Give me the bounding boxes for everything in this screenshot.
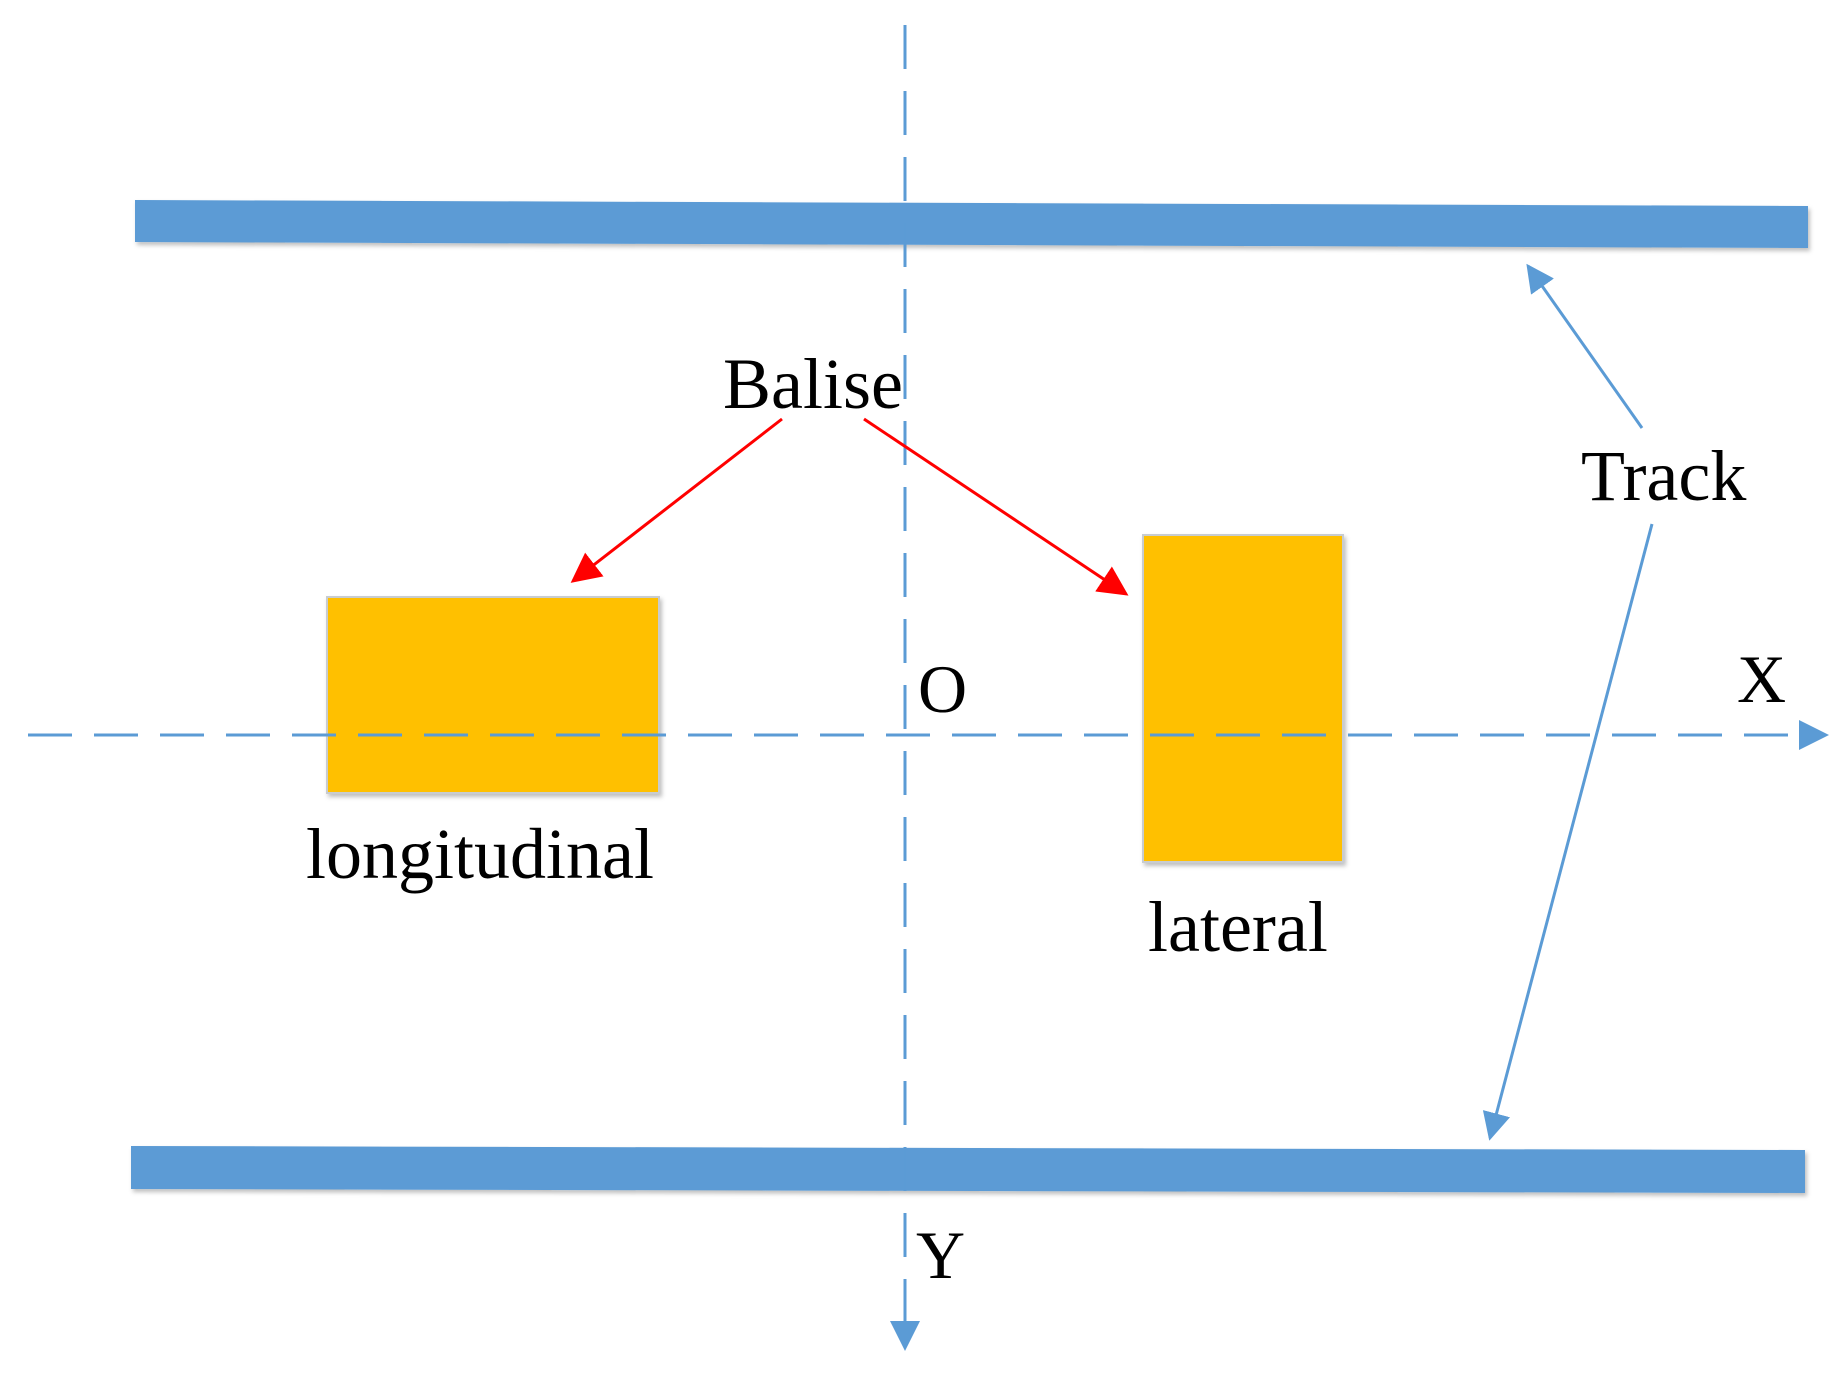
balise-pointer-lateral [863,417,1129,596]
balise-longitudinal [326,596,660,794]
lateral-label: lateral [1148,887,1328,967]
y-axis-label: Y [916,1217,965,1293]
track-label: Track [1581,436,1746,516]
balise-lateral [1142,534,1344,863]
x-axis-label: X [1737,641,1786,717]
origin-label: O [918,651,967,727]
track-rail-bottom [131,1146,1805,1193]
balise-pointer-longitudinal [570,417,783,583]
track-pointer-bottom [1482,523,1654,1141]
longitudinal-label: longitudinal [306,814,654,894]
track-pointer-top [1526,263,1644,429]
balise-label: Balise [723,344,903,424]
track-rail-top [135,200,1808,248]
